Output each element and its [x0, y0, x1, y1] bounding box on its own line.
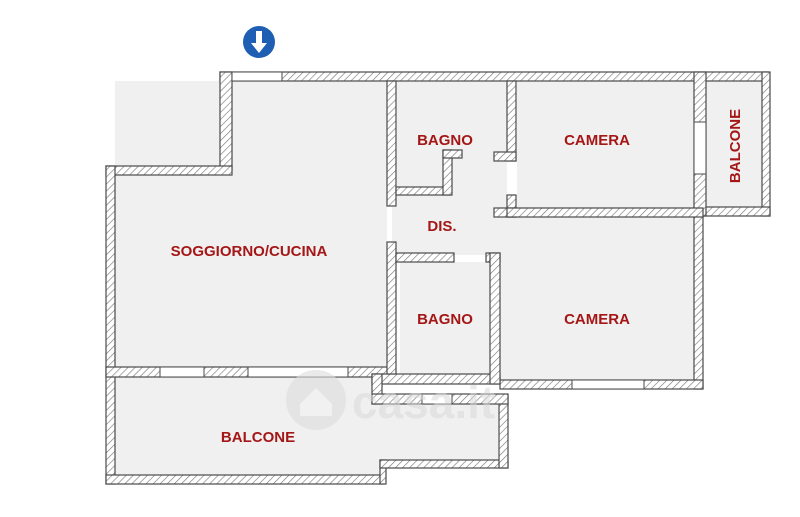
wall-top — [219, 71, 769, 82]
window-living-1 — [159, 366, 205, 378]
windows — [159, 71, 707, 405]
label-soggiorno-cucina: SOGGIORNO/CUCINA — [171, 243, 328, 260]
window-camera-top-right — [693, 121, 707, 175]
floor-balcone-bottom-right — [380, 402, 498, 460]
window-top-left — [231, 71, 283, 82]
wall-right-balcone-bottom — [498, 394, 509, 469]
label-bagno-bottom: BAGNO — [417, 311, 473, 328]
wall-bagno-top-step-top — [442, 149, 463, 159]
entrance-marker — [243, 26, 275, 58]
floor-camera-top — [517, 81, 694, 209]
wall-left-upper — [219, 71, 233, 171]
window-balcone-mid — [421, 393, 453, 405]
wall-left — [105, 165, 116, 485]
wall-bottom-right — [379, 459, 509, 469]
label-bagno-top: BAGNO — [417, 132, 473, 149]
label-dis: DIS. — [427, 218, 456, 235]
floor-soggiorno — [115, 81, 387, 367]
watermark-house-icon — [300, 388, 332, 416]
wall-bagno-bottom-right — [489, 252, 501, 385]
label-balcone-right: BALCONE — [727, 109, 744, 183]
wall-bagno-bottom-top — [395, 252, 455, 263]
floor-camera-bottom — [500, 217, 694, 380]
wall-right-balcone — [761, 71, 771, 217]
label-balcone-bottom: BALCONE — [221, 429, 295, 446]
room-labels: SOGGIORNO/CUCINA BAGNO CAMERA BALCONE DI… — [171, 109, 744, 446]
floor-balcone-right — [706, 81, 762, 207]
wall-step-top — [105, 165, 233, 176]
label-camera-top: CAMERA — [564, 132, 630, 149]
label-camera-bottom: CAMERA — [564, 311, 630, 328]
watermark: casa.it — [286, 370, 495, 430]
arrow-down-icon — [251, 31, 267, 53]
wall-living-right-upper — [386, 80, 397, 207]
wall-bagno-camera-top — [506, 80, 517, 162]
wall-camera-top-bottom — [506, 207, 704, 218]
window-camera-bottom — [571, 379, 645, 390]
wall-living-right-lower — [386, 241, 397, 375]
floor-bagno-bottom — [400, 262, 490, 374]
wall-right-camera — [693, 206, 704, 390]
watermark-text: casa.it — [352, 376, 495, 428]
floor-dis — [392, 189, 507, 255]
wall-bottom-left — [105, 474, 385, 485]
wall-stub-a — [493, 151, 517, 162]
room-floors — [115, 81, 762, 475]
